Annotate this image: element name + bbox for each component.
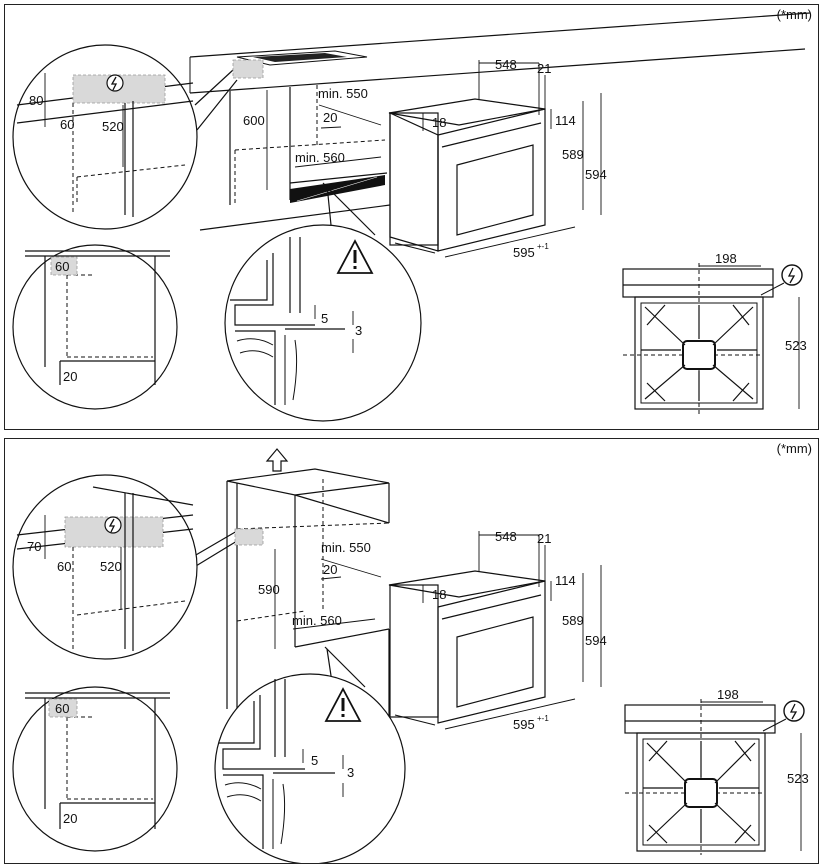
front-dim-198: 198 [715, 251, 737, 266]
unit-label: (*mm) [776, 441, 812, 456]
oven-dim-18: 18 [432, 587, 446, 602]
under-counter-drawing: 600 min. 550 20 min. 560 80 [12, 12, 811, 422]
dim-gap-5: 5 [311, 753, 318, 768]
hob-front-view: 198 523 [622, 251, 807, 415]
dim-gap-5: 5 [321, 311, 328, 326]
oven-dim-594: 594 [585, 167, 607, 182]
oven-dim-21: 21 [537, 531, 551, 546]
dim-min-550: min. 550 [318, 86, 368, 101]
dim-600: 600 [243, 113, 265, 128]
countertop [189, 12, 811, 94]
oven-dim-114: 114 [555, 113, 576, 128]
oven-dim-595: 595 [513, 717, 535, 732]
detail-circle-bottom-left: 60 20 [12, 244, 178, 410]
dim-gap-3: 3 [347, 765, 354, 780]
dim-520: 520 [100, 559, 122, 574]
dim-gap-20: 20 [323, 110, 337, 125]
dim-detail-20: 20 [63, 369, 77, 384]
hob-front-view: 198 523 [624, 687, 809, 855]
oven-dim-548: 548 [495, 529, 517, 544]
electric-connection-icon [104, 516, 122, 534]
dim-min-550: min. 550 [321, 540, 371, 555]
dim-70: 70 [27, 539, 41, 554]
detail-circle-top-left: 70 60 520 [12, 474, 264, 660]
dim-detail-60: 60 [55, 259, 69, 274]
dim-depth-60: 60 [57, 559, 71, 574]
dim-gap-20: 20 [323, 562, 337, 577]
detail-circle-top-left: 80 60 520 [12, 44, 264, 230]
oven-dim-18: 18 [432, 115, 446, 130]
electric-connection-icon [781, 264, 803, 286]
installation-panel-tall-unit: (*mm) 590 min. 550 20 min. 560 [4, 438, 819, 864]
installation-panel-under-counter: (*mm) 600 min. 550 20 min. 560 [4, 4, 819, 430]
detail-circle-center: 5 3 [224, 182, 422, 422]
electric-connection-icon [783, 700, 805, 722]
detail-circle-center: 5 3 [214, 646, 406, 863]
warning-triangle-icon [324, 687, 362, 722]
front-dim-523: 523 [785, 338, 807, 353]
oven-dim-594: 594 [585, 633, 607, 648]
lift-arrow-icon [265, 448, 289, 472]
oven-3d-drawing: 548 21 18 114 589 594 595 +-1 [388, 529, 607, 732]
oven-dim-21: 21 [537, 61, 551, 76]
dim-depth-60: 60 [60, 117, 74, 132]
oven-dim-595: 595 [513, 245, 535, 260]
dim-590: 590 [258, 582, 280, 597]
oven-3d-drawing: 548 21 18 114 589 594 595 +-1 [388, 57, 607, 260]
oven-dim-114: 114 [555, 573, 576, 588]
warning-triangle-icon [336, 239, 374, 274]
oven-dim-548: 548 [495, 57, 517, 72]
dim-detail-20: 20 [63, 811, 77, 826]
detail-circle-bottom-left: 60 20 [12, 686, 178, 852]
cabinet-niche [199, 85, 391, 231]
electric-connection-icon [106, 74, 124, 92]
dim-gap-3: 3 [355, 323, 362, 338]
dim-min-560: min. 560 [295, 150, 345, 165]
tall-cabinet [226, 468, 390, 734]
dim-80: 80 [29, 93, 43, 108]
oven-dim-595-tolerance: +-1 [537, 714, 549, 723]
oven-dim-595-tolerance: +-1 [537, 242, 549, 251]
tall-unit-drawing: 590 min. 550 20 min. 560 70 [12, 448, 809, 863]
front-dim-523: 523 [787, 771, 809, 786]
oven-dim-589: 589 [562, 613, 584, 628]
oven-dim-589: 589 [562, 147, 584, 162]
dim-detail-60: 60 [55, 701, 69, 716]
dim-520: 520 [102, 119, 124, 134]
front-dim-198: 198 [717, 687, 739, 702]
